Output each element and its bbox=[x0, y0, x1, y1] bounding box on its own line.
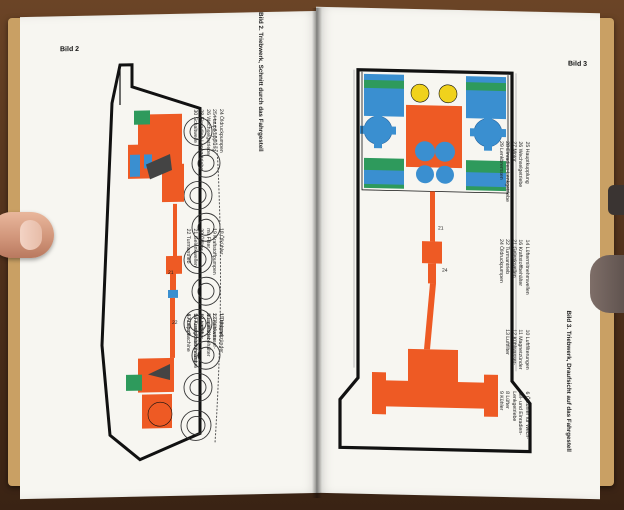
svg-text:21: 21 bbox=[438, 226, 444, 232]
right-legend-1: 6 Ölkühler für Wech- sel- und Einradien-… bbox=[497, 391, 530, 439]
left-caption: Bild 2. Triebwerk, Schnitt durch das Fah… bbox=[257, 12, 264, 152]
right-legend-col3: 14 Lüftermitnehmwellen 16 Kraftstoffbehä… bbox=[497, 238, 530, 295]
svg-text:24: 24 bbox=[442, 268, 448, 274]
right-caption: Bild 3. Triebwerk, Draufsicht auf das Fa… bbox=[565, 310, 572, 452]
right-legend-4: 25 Hauptkupplung 26 Wechselgetriebe 27 M… bbox=[497, 141, 530, 203]
right-legend-3: 14 Lüftermitnehmwellen 16 Kraftstoffbehä… bbox=[497, 239, 530, 295]
left-legend-4: 24 Öldruckpumpen 25 Hauptkupplung 26 Wec… bbox=[191, 109, 224, 171]
top-view-diagram: 21 24 bbox=[338, 68, 532, 454]
left-legend-col4: 24 Öldruckpumpen 25 Hauptkupplung 26 Wec… bbox=[191, 108, 224, 171]
left-page: Bild 2 bbox=[20, 10, 320, 500]
svg-text:22: 22 bbox=[172, 320, 178, 326]
side-section-diagram: 21 22 bbox=[100, 63, 221, 462]
left-legend-3: 18 Ölkühler 19 Kraftstoffpumpen mit Filt… bbox=[184, 228, 224, 275]
right-legend-2: 10 Luftfilterungen 11 Magnetzünder 12 Kü… bbox=[504, 329, 530, 370]
fingernail bbox=[20, 220, 42, 250]
right-thumb bbox=[590, 255, 624, 313]
left-legend-col2: 11 Magnetzünder 12 Kühlwasser- ausgleich… bbox=[185, 312, 224, 369]
svg-text:21: 21 bbox=[168, 270, 174, 276]
left-legend-col3: 18 Ölkühler 19 Kraftstoffpumpen mit Filt… bbox=[185, 227, 224, 275]
right-page: Bild 3 bbox=[316, 6, 600, 500]
book-gutter bbox=[312, 8, 322, 498]
right-legend-col4: 25 Hauptkupplung 26 Wechselgetriebe 27 M… bbox=[497, 140, 530, 203]
right-legend-col1: 6 Ölkühler für Wech- sel- und Einradien-… bbox=[497, 390, 530, 440]
finger-holding-page bbox=[0, 212, 54, 258]
right-clip bbox=[608, 185, 624, 215]
left-legend-2: 11 Magnetzünder 12 Kühlwasser- ausgleich… bbox=[184, 313, 224, 369]
right-legend-col2: 10 Luftfilterungen 11 Magnetzünder 12 Kü… bbox=[504, 329, 530, 370]
